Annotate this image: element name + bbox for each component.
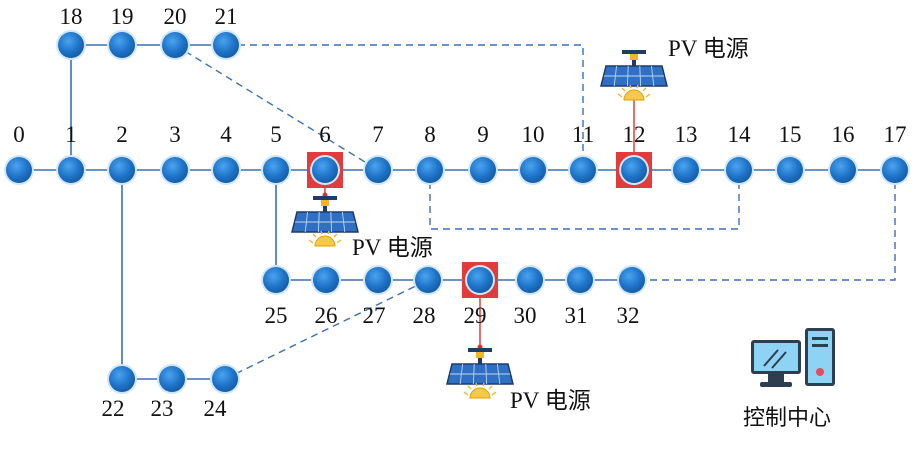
bus-label-13: 13: [675, 122, 698, 147]
bus-node-15: [775, 155, 805, 185]
bus-node-32: [617, 265, 647, 295]
tie-line-8-14: [429, 170, 740, 230]
bus-node-4: [211, 155, 241, 185]
bus-label-27: 27: [363, 303, 386, 328]
bus-node-18: [56, 30, 86, 60]
bus-node-21: [211, 30, 241, 60]
pv-label-6: PV 电源: [352, 235, 433, 260]
bus-node-0: [4, 155, 34, 185]
solar-panel-icon: [600, 50, 668, 101]
bus-node-8: [415, 155, 445, 185]
bus-label-15: 15: [779, 122, 802, 147]
tie-line-17-32: [632, 170, 896, 281]
bus-node-23: [157, 364, 187, 394]
solar-panel-icon: [446, 348, 514, 399]
control-center-label: 控制中心: [743, 406, 831, 431]
tie-line-21-12: [226, 44, 584, 170]
bus-label-4: 4: [220, 122, 232, 147]
bus-label-1: 1: [65, 122, 77, 147]
bus-label-18: 18: [60, 4, 83, 29]
bus-label-8: 8: [424, 122, 436, 147]
control-center: 控制中心: [743, 328, 835, 431]
bus-label-11: 11: [572, 122, 594, 147]
bus-node-24: [210, 364, 240, 394]
bus-node-2: [107, 155, 137, 185]
bus-node-6: [310, 155, 340, 185]
bus-node-25: [261, 265, 291, 295]
bus-label-28: 28: [413, 303, 436, 328]
bus-label-12: 12: [623, 122, 646, 147]
bus-node-11: [568, 155, 598, 185]
bus-node-3: [160, 155, 190, 185]
bus-node-5: [261, 155, 291, 185]
bus-node-13: [671, 155, 701, 185]
bus-label-10: 10: [522, 122, 545, 147]
bus-label-0: 0: [13, 122, 25, 147]
bus-node-30: [515, 265, 545, 295]
bus-label-5: 5: [270, 122, 282, 147]
bus-label-25: 25: [265, 303, 288, 328]
bus-node-27: [363, 265, 393, 295]
tie-line-20-7: [174, 44, 379, 171]
computer-icon: [751, 328, 835, 387]
bus-label-26: 26: [315, 303, 338, 328]
bus-label-23: 23: [151, 396, 174, 421]
bus-label-6: 6: [319, 122, 331, 147]
bus-label-16: 16: [832, 122, 855, 147]
pv-label-12: PV 电源: [668, 36, 749, 61]
bus-label-14: 14: [728, 122, 752, 147]
bus-node-7: [363, 155, 393, 185]
bus-label-17: 17: [884, 122, 907, 147]
bus-node-14: [724, 155, 754, 185]
bus-node-9: [468, 155, 498, 185]
bus-node-12: [619, 155, 649, 185]
bus-label-31: 31: [565, 303, 588, 328]
bus-node-19: [107, 30, 137, 60]
bus-label-29: 29: [464, 303, 487, 328]
bus-label-22: 22: [102, 396, 125, 421]
bus-node-20: [160, 30, 190, 60]
bus-label-32: 32: [617, 303, 640, 328]
bus-label-24: 24: [204, 396, 228, 421]
bus-node-29: [465, 265, 495, 295]
bus-label-21: 21: [215, 4, 238, 29]
bus-label-2: 2: [116, 122, 128, 147]
solar-panel-icon: [291, 196, 359, 247]
bus-node-22: [107, 364, 137, 394]
bus-node-28: [413, 265, 443, 295]
bus-node-31: [565, 265, 595, 295]
bus-label-3: 3: [169, 122, 181, 147]
pv-label-29: PV 电源: [510, 388, 591, 413]
bus-node-16: [828, 155, 858, 185]
bus-node-26: [311, 265, 341, 295]
bus-label-19: 19: [111, 4, 134, 29]
bus-node-17: [880, 155, 910, 185]
tie-line-24-28: [224, 279, 429, 380]
bus-label-20: 20: [164, 4, 187, 29]
bus-label-7: 7: [372, 122, 384, 147]
bus-node-10: [518, 155, 548, 185]
bus-label-9: 9: [477, 122, 489, 147]
bus-label-30: 30: [514, 303, 537, 328]
bus-node-1: [56, 155, 86, 185]
